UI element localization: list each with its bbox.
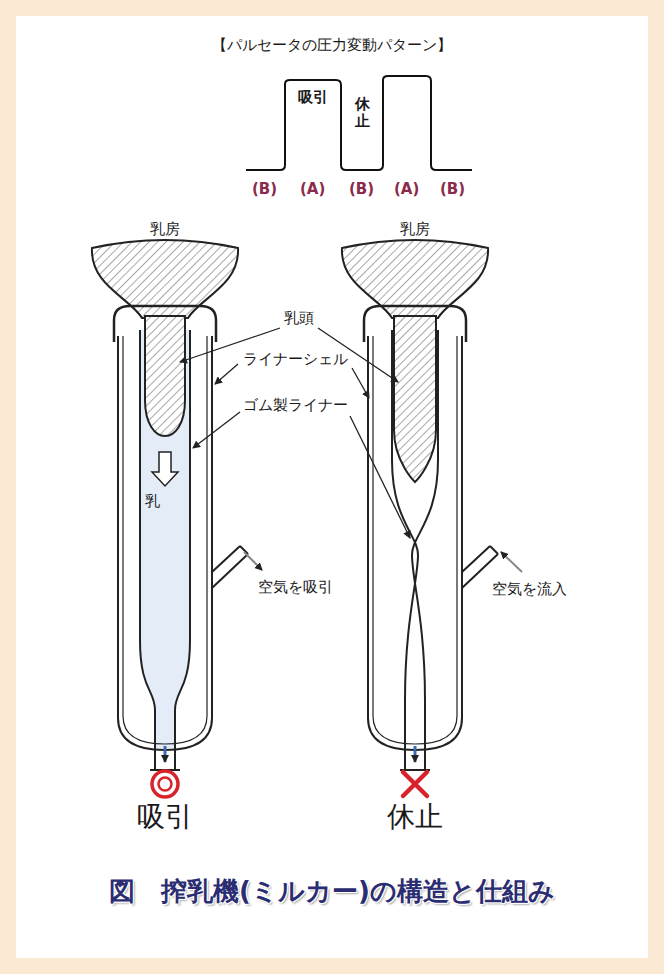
part-name: ゴム製ライナー	[243, 396, 348, 414]
phase-label: (A)	[394, 180, 419, 198]
part-name: 乳房	[150, 220, 180, 238]
phase-label: (B)	[440, 180, 465, 198]
part-name: ライナーシェル	[243, 350, 348, 368]
wave-label: 吸引	[298, 88, 328, 106]
figure-caption: 図 搾乳機(ミルカー)の構造と仕組み	[109, 876, 555, 907]
phase-label: (A)	[300, 180, 325, 198]
white-panel	[16, 16, 648, 958]
wave-label: 休止	[355, 96, 370, 129]
pressure-waveform	[246, 76, 472, 170]
flow-label: 空気を流入	[492, 580, 567, 598]
state-label: 吸引	[137, 800, 193, 834]
phase-label: (B)	[252, 180, 277, 198]
left-teat-cup	[92, 240, 262, 797]
phase-label: (B)	[349, 180, 374, 198]
flow-label: 乳	[145, 492, 160, 510]
flow-label: 空気を吸引	[258, 578, 333, 596]
chart-title: 【パルセータの圧力変動パターン】	[212, 36, 452, 54]
part-name: 乳房	[400, 220, 430, 238]
state-label: 休止	[387, 800, 443, 834]
part-name: 乳頭	[284, 309, 314, 327]
leader-lines	[180, 328, 410, 538]
right-teat-cup	[342, 240, 522, 796]
